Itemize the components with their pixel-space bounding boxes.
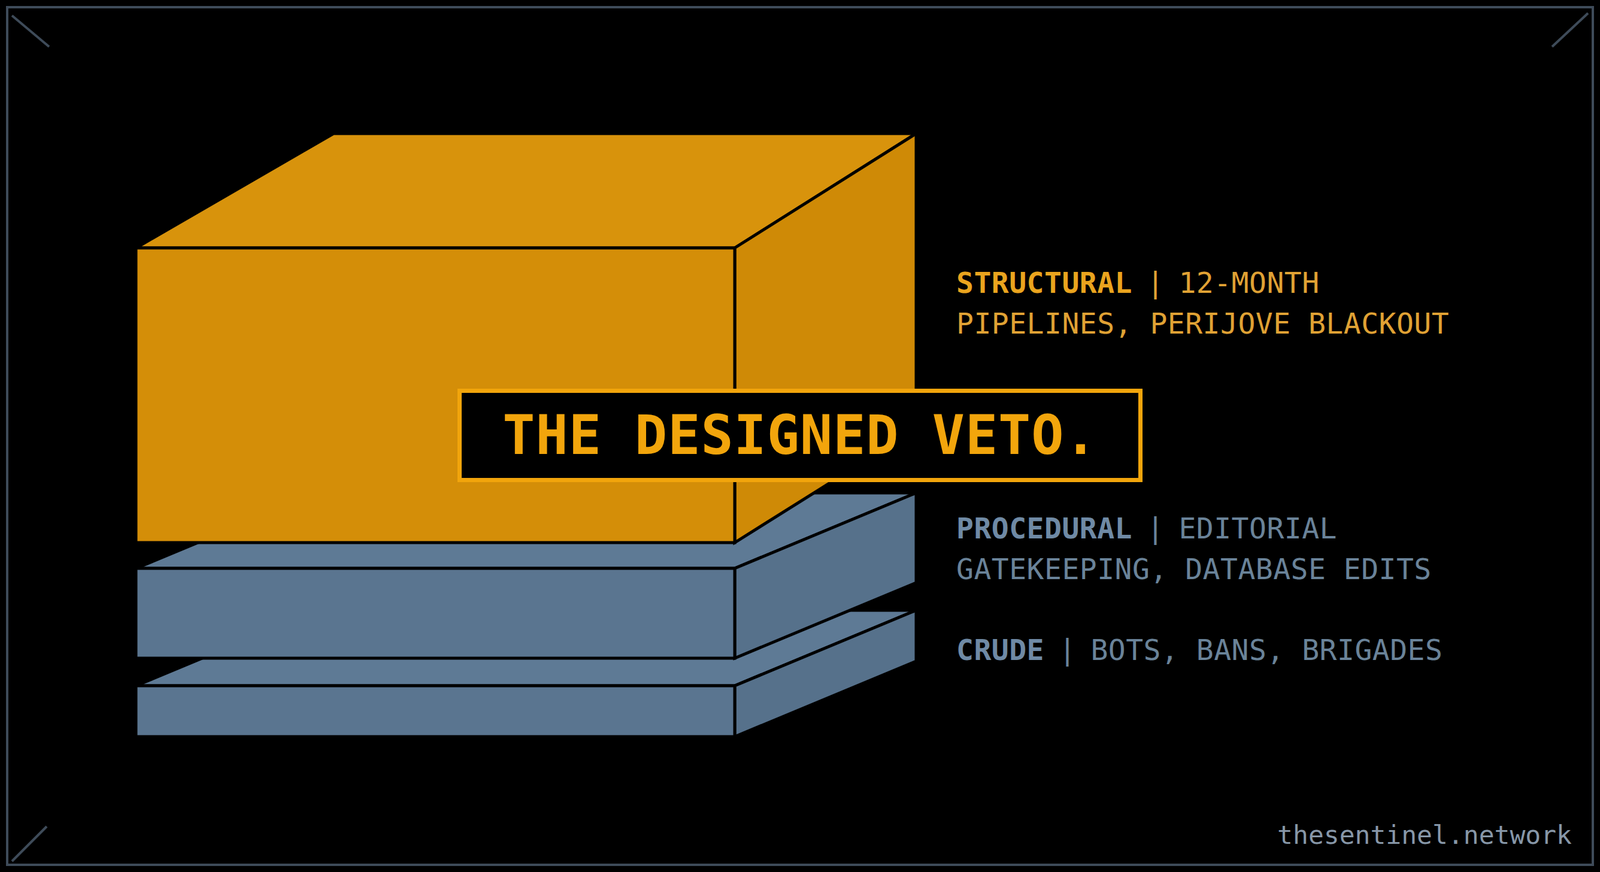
separator: | bbox=[1146, 265, 1165, 300]
frame bbox=[7, 7, 1593, 865]
corner-ticks bbox=[11, 13, 1589, 862]
tier-name: PROCEDURAL bbox=[956, 511, 1133, 545]
veto-box: THE DESIGNED VETO. bbox=[457, 388, 1143, 483]
veto-title: THE DESIGNED VETO. bbox=[502, 405, 1098, 466]
separator: | bbox=[1058, 632, 1077, 667]
procedural-label: PROCEDURAL|EDITORIAL GATEKEEPING, DATABA… bbox=[956, 507, 1496, 590]
separator: | bbox=[1146, 511, 1165, 545]
tier-examples: BOTS, BANS, BRIGADES bbox=[1090, 632, 1443, 667]
tier-name: STRUCTURAL bbox=[956, 265, 1133, 300]
tier-name: CRUDE bbox=[956, 632, 1045, 667]
watermark: thesentinel.network bbox=[1277, 817, 1572, 852]
crude-label: CRUDE | BOTS, BANS, BRIGADES bbox=[956, 629, 1496, 671]
structural-label: STRUCTURAL|12-MONTH PIPELINES, PERIJOVE … bbox=[956, 262, 1496, 344]
